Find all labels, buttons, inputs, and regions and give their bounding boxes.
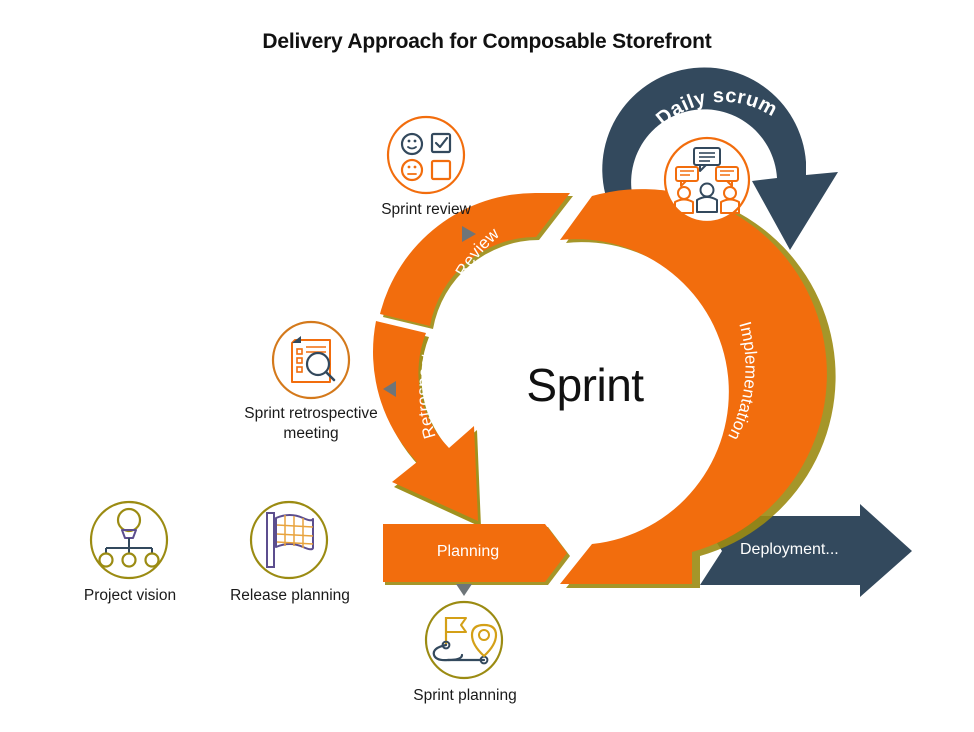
marker-sprint-planning-icon <box>456 584 472 596</box>
center-label: Sprint <box>526 359 644 411</box>
planning-bar <box>383 524 570 585</box>
deployment-bar-label: Deployment... <box>740 541 839 558</box>
page-title: Delivery Approach for Composable Storefr… <box>262 30 712 53</box>
sprint-planning-icon-group <box>424 600 504 680</box>
sprint-review-label: Sprint review <box>381 201 471 218</box>
sprint-retrospective-label: Sprint retrospective meeting <box>216 404 406 444</box>
checklist-magnifier-icon <box>291 336 336 383</box>
sprint-planning-label: Sprint planning <box>413 687 517 704</box>
daily-scrum-arrow <box>602 67 838 250</box>
sprint-retrospective-label-line1: Sprint retrospective <box>244 405 378 422</box>
roadmap-flag-pin-icon <box>432 617 498 665</box>
feedback-faces-icon <box>400 132 452 182</box>
ring-segment-implementation <box>560 189 836 589</box>
team-discussion-icon <box>674 147 740 214</box>
planning-bar-label: Planning <box>436 543 500 560</box>
marker-retrospective-icon <box>383 381 396 397</box>
daily-scrum-icon-group <box>663 136 751 224</box>
sprint-retrospective-label-line2: meeting <box>283 424 339 442</box>
checkered-flag-icon <box>266 512 314 568</box>
ring-segment-review <box>380 192 573 329</box>
sprint-retrospective-icon-group <box>271 320 351 400</box>
project-vision-label: Project vision <box>83 587 177 604</box>
release-planning-icon-group <box>249 500 329 580</box>
lightbulb-orgchart-icon <box>98 507 160 568</box>
sprint-review-icon-group <box>386 115 466 195</box>
project-vision-icon-group <box>89 500 169 580</box>
release-planning-label: Release planning <box>230 587 350 604</box>
marker-sprint-review-icon <box>462 226 476 242</box>
ring-segment-retrospect <box>373 321 481 527</box>
